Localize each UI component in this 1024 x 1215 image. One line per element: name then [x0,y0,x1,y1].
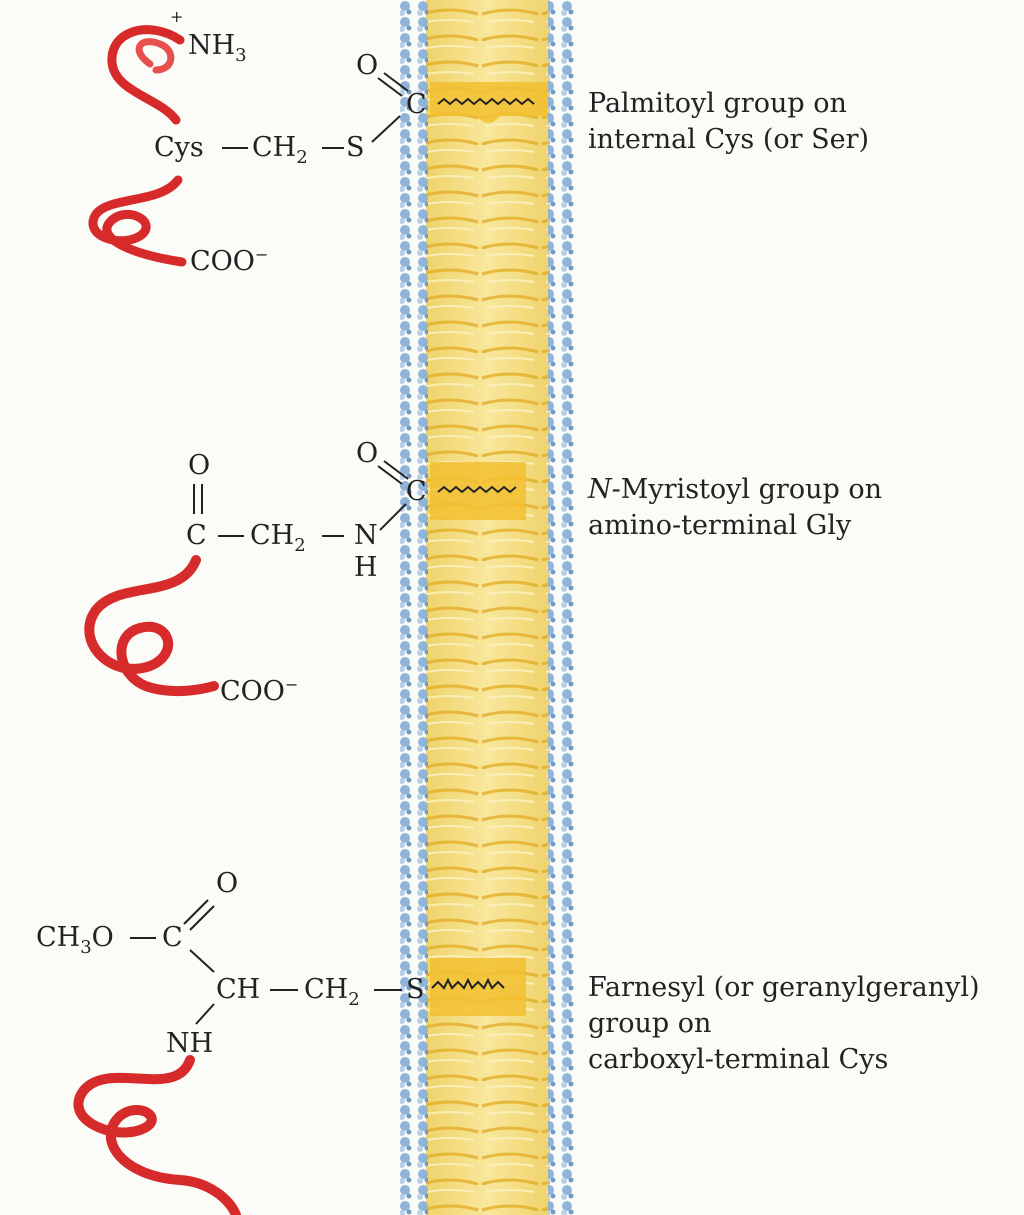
carbonyl-carbon: C [406,476,427,507]
myristoyl-label-line1: N-Myristoyl group on [588,472,882,508]
ch2-group: CH2 [250,520,306,556]
bilayer-tails [426,0,550,1215]
protein-ribbon-1a [107,25,185,125]
amine-group: NH [166,1028,213,1059]
protein-ribbon-1b [88,175,187,267]
ch2-group: CH2 [304,974,360,1010]
methyl-ester: CH3O [36,922,114,958]
nh3-group: NH3 [188,30,247,66]
cys-label: Cys [154,132,204,163]
inner-head-groups [548,0,576,1215]
sulfur-atom: S [346,132,365,163]
myristoyl-n-prefix: N [588,474,612,505]
palmitoyl-structure: + NH3 Cys CH2 S O C COO− [154,7,427,277]
palmitoyl-label: Palmitoyl group on internal Cys (or Ser) [588,86,869,158]
farnesyl-label-line1: Farnesyl (or geranylgeranyl) [588,972,980,1003]
amide-hydrogen: H [354,552,378,583]
ester-oxygen: O [216,868,238,899]
protein-ribbons [73,25,241,1215]
myristoyl-label-line2: amino-terminal Gly [588,510,852,541]
palmitoyl-label-line1: Palmitoyl group on [588,88,847,119]
farnesyl-label-line3: carboxyl-terminal Cys [588,1044,889,1075]
palmitoyl-label-line2: internal Cys (or Ser) [588,124,870,155]
farnesyl-chain [431,977,505,990]
carboxylate: COO− [220,675,298,707]
myristoyl-structure: O C CH2 N H O C COO− [186,438,427,707]
palmitoyl-chain [437,97,535,106]
farnesyl-label: Farnesyl (or geranylgeranyl) group on ca… [588,970,980,1078]
myristoyl-label-rest: -Myristoyl group on [611,474,882,505]
myristoyl-label: N-Myristoyl group on amino-terminal Gly [588,472,882,544]
myristoyl-chain [437,485,517,494]
carbonyl-carbon: C [406,89,427,120]
farnesyl-label-line2: group on [588,1008,712,1039]
nh3-charge: + [170,7,183,26]
outer-head-groups [400,0,428,1215]
lipid-bilayer [400,0,576,1215]
carboxylate: COO− [190,245,268,277]
protein-ribbon-3 [73,1055,241,1215]
nitrogen-atom: N [354,520,378,551]
sulfur-atom: S [406,974,425,1005]
carbonyl-oxygen: O [356,438,378,469]
ch2-group: CH2 [252,132,308,168]
farnesyl-highlight [430,958,526,1016]
alpha-carbon: CH [216,974,260,1005]
carbonyl-oxygen: O [356,50,378,81]
farnesyl-structure: CH3O C O CH CH2 S NH [36,868,425,1059]
left-carbon: C [186,520,207,551]
ester-carbon: C [162,922,183,953]
left-oxygen: O [188,450,210,481]
protein-ribbon-2 [84,555,219,697]
